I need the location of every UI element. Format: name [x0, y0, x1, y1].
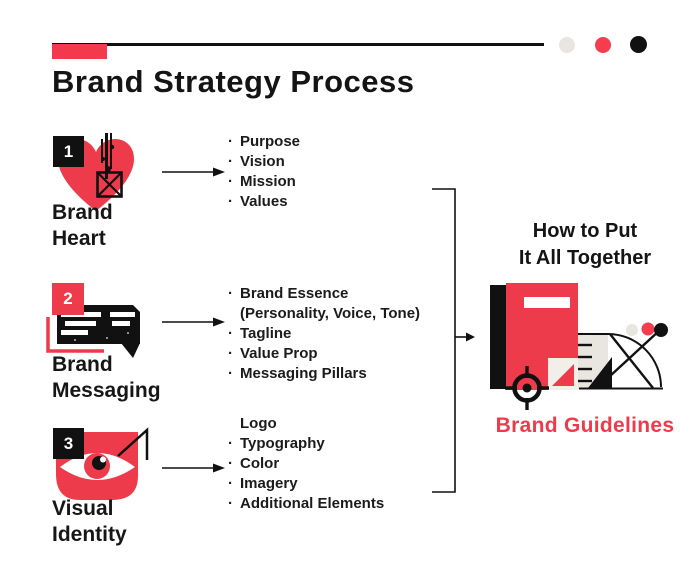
list-item: Logo — [228, 413, 438, 433]
header-red-accent — [52, 44, 107, 59]
bullet-dot: · — [228, 132, 233, 150]
red-dot-icon — [595, 37, 611, 53]
bullet-dot: · — [228, 192, 233, 210]
step-number-badge: 2 — [52, 283, 84, 315]
list-item-text: Typography — [240, 434, 325, 452]
header-rule — [52, 43, 544, 46]
list-item-text: Logo — [240, 414, 277, 432]
step-number: 2 — [63, 289, 73, 308]
list-item: · Color — [228, 453, 438, 473]
bullet-dot: · — [228, 172, 233, 190]
list-item: · Brand Essence — [228, 283, 438, 303]
step-label-brand-messaging: Brand Messaging — [52, 353, 161, 402]
list-item-text: Imagery — [240, 474, 298, 492]
bullet-dot: · — [228, 474, 233, 492]
right-arrow-icon — [162, 317, 225, 327]
list-item-text: Value Prop — [240, 344, 318, 362]
bullet-dot: · — [228, 344, 233, 362]
list-item-text: Messaging Pillars — [240, 364, 367, 382]
step-number-badge: 3 — [53, 428, 84, 459]
list-item-text: (Personality, Voice, Tone) — [240, 304, 421, 322]
visual-identity-list: Logo · Typography · Color · Imagery · Ad… — [228, 413, 438, 513]
collector-bracket — [432, 188, 475, 493]
list-item-text: Brand Essence — [240, 284, 349, 302]
list-item-text: Values — [240, 192, 288, 210]
right-arrow-icon — [162, 463, 225, 473]
brand-heart-list: · Purpose · Vision · Mission · Values — [228, 131, 438, 211]
list-item: · Vision — [228, 151, 438, 171]
step-label-brand-heart: Brand Heart — [52, 201, 113, 250]
list-item-text: Tagline — [240, 324, 292, 342]
bullet-dot: · — [228, 454, 233, 472]
list-item-text: Vision — [240, 152, 285, 170]
bullet-dot: · — [228, 364, 233, 382]
list-item: · Additional Elements — [228, 493, 438, 513]
list-item: (Personality, Voice, Tone) — [228, 303, 438, 323]
list-item-text: Color — [240, 454, 280, 472]
bullet-dot: · — [228, 284, 233, 302]
list-item: · Imagery — [228, 473, 438, 493]
brand-guidelines-book-icon — [490, 283, 668, 410]
list-item: · Tagline — [228, 323, 438, 343]
bullet-dot: · — [228, 324, 233, 342]
step-label-visual-identity: Visual Identity — [52, 497, 127, 546]
brand-messaging-list: · Brand Essence (Personality, Voice, Ton… — [228, 283, 438, 383]
bullet-dot: · — [228, 494, 233, 512]
list-item: · Value Prop — [228, 343, 438, 363]
list-item: · Values — [228, 191, 438, 211]
list-item-text: Additional Elements — [240, 494, 385, 512]
step-number: 1 — [63, 141, 74, 161]
list-item: · Purpose — [228, 131, 438, 151]
result-caption: Brand Guidelines — [495, 414, 675, 437]
bullet-dot: · — [228, 434, 233, 452]
result-heading: How to Put It All Together — [518, 220, 652, 269]
black-dot-icon — [630, 36, 647, 53]
page-title: Brand Strategy Process — [52, 64, 415, 99]
list-item-text: Mission — [240, 172, 296, 190]
bullet-dot: · — [228, 152, 233, 170]
beige-dot-icon — [559, 37, 575, 53]
list-item: · Mission — [228, 171, 438, 191]
list-item-text: Purpose — [240, 132, 301, 150]
list-item: · Messaging Pillars — [228, 363, 438, 383]
right-arrow-icon — [162, 167, 225, 177]
list-item: · Typography — [228, 433, 438, 453]
step-number: 3 — [63, 433, 74, 453]
step-number-badge: 1 — [53, 136, 84, 167]
